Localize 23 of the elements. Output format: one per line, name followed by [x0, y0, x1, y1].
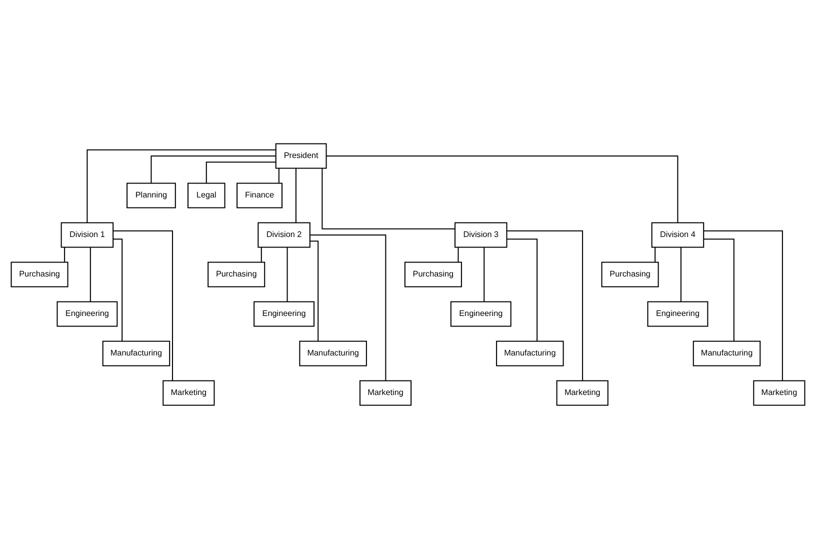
connector: [286, 247, 288, 302]
connector: [326, 155, 678, 223]
connector: [295, 168, 296, 222]
connector: [278, 168, 280, 184]
connector: [113, 230, 173, 381]
connector: [654, 247, 656, 262]
connector: [90, 247, 91, 302]
connector: [310, 234, 386, 381]
connector: [260, 247, 262, 262]
connector: [86, 149, 276, 223]
connector: [680, 247, 682, 302]
connector: [64, 247, 66, 262]
connector: [310, 240, 319, 342]
connector: [506, 230, 584, 381]
connector: [484, 247, 485, 302]
connector: [150, 155, 276, 184]
connector: [507, 238, 538, 342]
connector: [704, 238, 734, 342]
connector: [322, 168, 455, 230]
connector: [113, 238, 123, 342]
connector: [704, 230, 783, 381]
connector: [458, 247, 459, 262]
connector: [206, 162, 276, 184]
